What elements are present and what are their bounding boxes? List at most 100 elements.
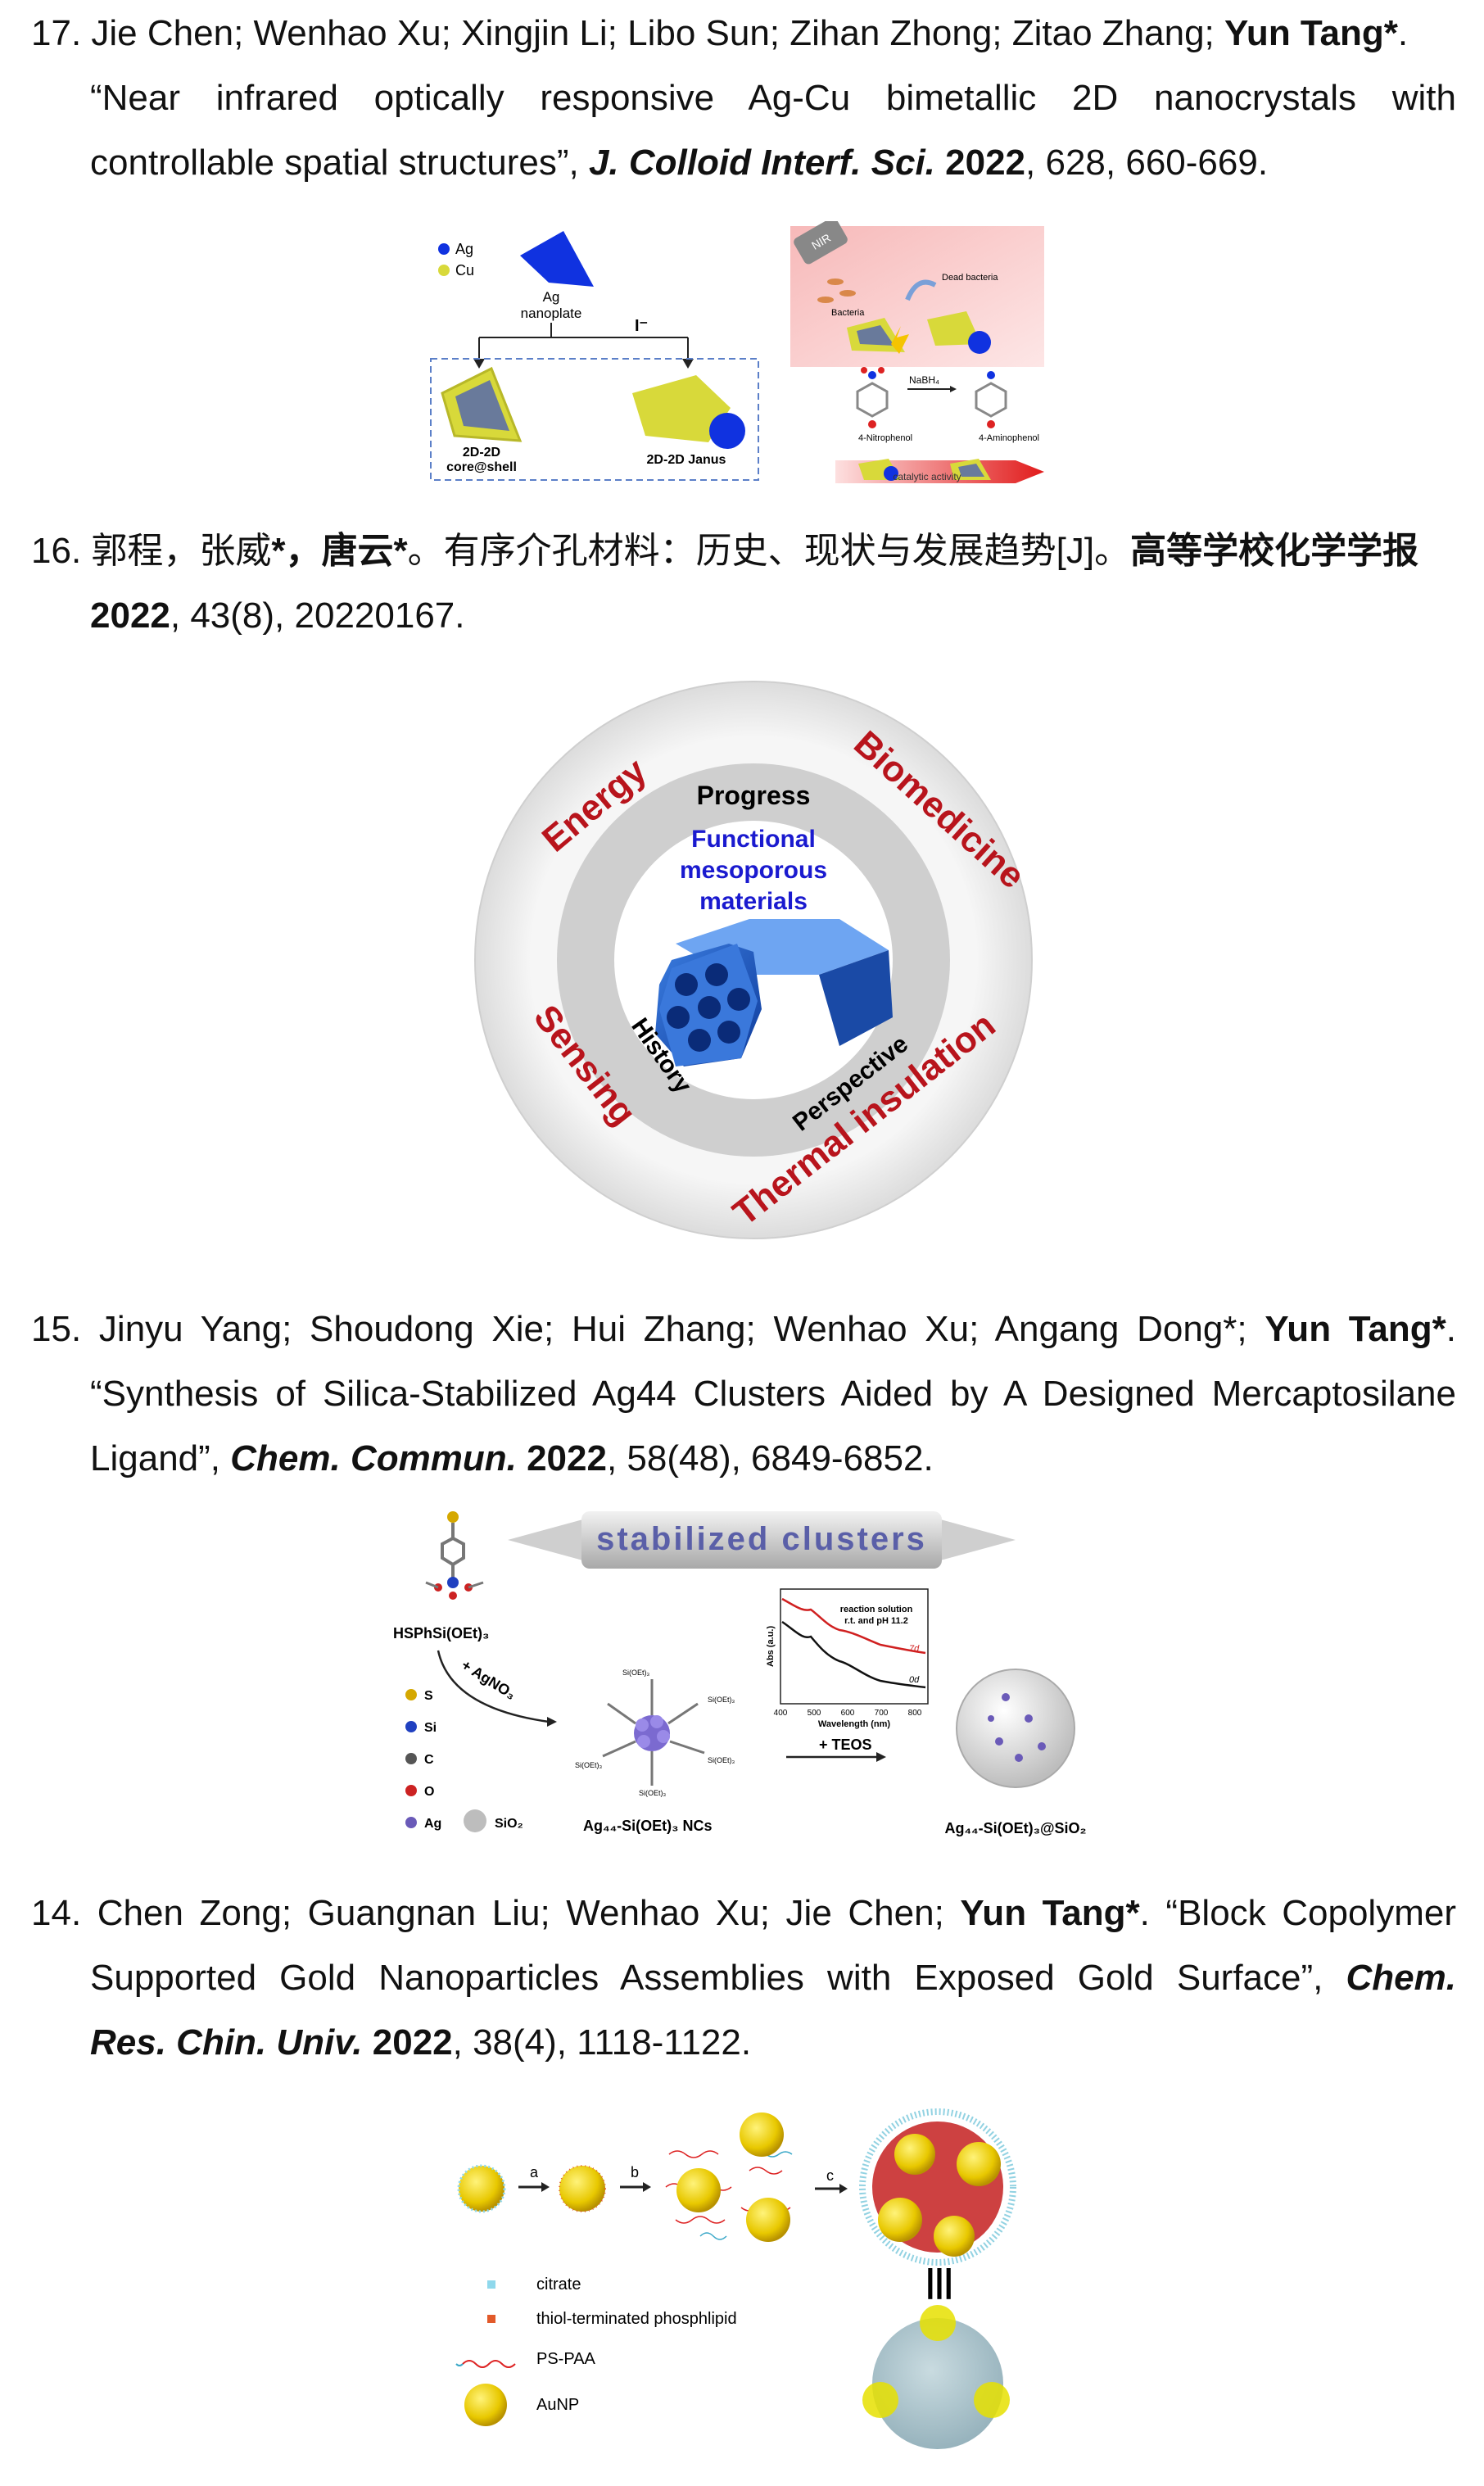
tick-x: 700: [875, 1709, 889, 1718]
author-list: 郭程，张威: [91, 531, 272, 571]
banner-text: stabilized clusters: [596, 1521, 927, 1557]
legend-ag: Ag: [424, 1817, 441, 1831]
dead-bacteria-label: Dead bacteria: [942, 273, 998, 283]
spectrum-ylabel: Abs (a.u.): [766, 1626, 776, 1667]
silica-sphere: [956, 1669, 1075, 1788]
tick-x: 800: [908, 1709, 922, 1718]
corresponding-author: *，唐云*: [271, 531, 408, 571]
punctuation: .: [1397, 13, 1409, 53]
core-shell-core: [455, 380, 509, 431]
legend-c: C: [424, 1753, 434, 1767]
pub-year: 2022: [527, 1438, 607, 1478]
corresponding-author: Yun Tang*: [1265, 1309, 1446, 1349]
legend-si: Si: [424, 1721, 437, 1735]
arm-label: Si(OEt)₃: [639, 1789, 667, 1797]
agno3-label: + AgNO₃: [459, 1656, 518, 1702]
arrow-curve: [905, 279, 937, 301]
pspaa-mixture: [665, 2112, 793, 2242]
center-title: Functional: [691, 826, 816, 853]
core-shell-label-2: core@shell: [446, 460, 517, 474]
equivalent-sign: |||: [925, 2263, 953, 2299]
author-list: Chen Zong; Guangnan Liu; Wenhao Xu; Jie …: [97, 1893, 944, 1933]
corresponding-author: Yun Tang*: [1224, 13, 1398, 53]
thiol-aunp: [559, 2165, 606, 2212]
legend-citrate-swatch: [487, 2280, 495, 2289]
entry-17-line-1: 17. Jie Chen; Wenhao Xu; Xingjin Li; Lib…: [31, 1, 1456, 66]
paper-title-cont: Supported Gold Nanoparticles Assemblies …: [90, 1958, 1323, 1998]
ag44-cluster: Si(OEt)₃ Si(OEt)₃ Si(OEt)₃ Si(OEt)₃ Si(O…: [575, 1669, 735, 1797]
punctuation: .: [1446, 1309, 1456, 1349]
journal-name-cont: Res. Chin. Univ.: [90, 2022, 363, 2063]
legend-cu-dot: [438, 265, 450, 276]
nir-lamp: [794, 221, 848, 265]
arm-label: Si(OEt)₃: [708, 1756, 735, 1764]
banner-ribbon: [581, 1511, 942, 1569]
arm-label: Si(OEt)₃: [575, 1761, 603, 1769]
legend-pspaa-swatch: [462, 2360, 516, 2368]
citrate-aunp: [457, 2164, 506, 2213]
bacteria-label: Bacteria: [831, 308, 865, 318]
ncs-label: Ag₄₄-Si(OEt)₃ NCs: [583, 1818, 712, 1834]
nitrophenol-label: 4-Nitrophenol: [858, 433, 912, 443]
author-list: Jinyu Yang; Shoudong Xie; Hui Zhang; Wen…: [98, 1309, 1247, 1349]
entry-14-line-3: Res. Chin. Univ. 2022, 38(4), 1118-1122.: [31, 2010, 1456, 2075]
products-box: [430, 358, 759, 481]
ligand-label: HSPhSi(OEt)₃: [393, 1625, 489, 1641]
entry-15-line-2: “Synthesis of Silica-Stabilized Ag44 Clu…: [31, 1361, 1456, 1426]
entry-14-line-2: Supported Gold Nanoparticles Assemblies …: [31, 1945, 1456, 2010]
journal-name: 高等学校化学学报: [1130, 531, 1419, 571]
catalytic-label: catalytic activity: [893, 471, 961, 482]
step-b-label: b: [631, 2164, 639, 2180]
arm-label: Si(OEt)₃: [622, 1669, 650, 1677]
legend-thiol-swatch: [487, 2315, 495, 2323]
paper-title: “Near infrared optically responsive Ag-C…: [90, 78, 1456, 118]
uv-vis-spectrum: reaction solution r.t. and pH 11.2 7d 0d…: [766, 1588, 929, 1729]
assembly-micelle: [859, 2108, 1016, 2266]
final-product-label: Ag₄₄-Si(OEt)₃@SiO₂: [944, 1820, 1086, 1836]
entry-number: 15.: [31, 1309, 82, 1349]
pub-year: 2022: [372, 2022, 453, 2063]
entry-16-line-1: 16. 郭程，张威*，唐云*。有序介孔材料：历史、现状与发展趋势[J]。高等学校…: [31, 518, 1456, 583]
core-shell-label: 2D-2D: [463, 446, 500, 460]
janus-ag-lobe: [709, 413, 745, 449]
step-c-label: c: [826, 2167, 834, 2184]
janus-label: 2D-2D Janus: [647, 453, 726, 467]
spectrum-7d: [781, 1597, 926, 1655]
figure-14-graphic: a b c ||| citrate thiol-terminated phosp…: [455, 2105, 1020, 2474]
teos-label: + TEOS: [819, 1737, 872, 1753]
journal-name: J. Colloid Interf. Sci.: [588, 143, 935, 183]
author-list: Jie Chen; Wenhao Xu; Xingjin Li; Libo Su…: [91, 13, 1215, 53]
label-0d: 0d: [909, 1675, 920, 1685]
step-a-label: a: [530, 2164, 539, 2180]
legend-o: O: [424, 1785, 434, 1799]
janus-shape: [632, 375, 731, 442]
entry-number: 17.: [31, 13, 82, 53]
journal-name: Chem.: [1346, 1958, 1456, 1998]
ligand-molecule: [425, 1511, 484, 1600]
schematic-micelle: [872, 2318, 1003, 2449]
figure-15-graphic: stabilized clusters HSPhSi(OEt)₃ S Si C …: [393, 1507, 1114, 1851]
paper-title-cont: controllable spatial structures”,: [90, 143, 579, 183]
mesoporous-prism: [655, 919, 893, 1066]
center-title-2: mesoporous: [680, 857, 827, 884]
entry-17-line-2: “Near infrared optically responsive Ag-C…: [31, 66, 1456, 130]
entry-15-line-1: 15. Jinyu Yang; Shoudong Xie; Hui Zhang;…: [31, 1297, 1456, 1361]
legend-aunp-swatch: [464, 2384, 507, 2426]
progress-label: Progress: [697, 781, 811, 810]
spectrum-0d: [781, 1620, 926, 1689]
iodide-label: I⁻: [635, 317, 648, 335]
publication-entry-14: 14. Chen Zong; Guangnan Liu; Wenhao Xu; …: [31, 1881, 1456, 2075]
paper-title: . “Block Copolymer: [1139, 1893, 1456, 1933]
plate-label: Ag: [543, 289, 560, 305]
figure-16-graphic: Functional mesoporous materials Progress…: [467, 673, 1040, 1247]
reaction-arrow-1: [437, 1650, 550, 1723]
entry-15-line-3: Ligand”, Chem. Commun. 2022, 58(48), 684…: [31, 1426, 1456, 1491]
tick-x: 600: [841, 1709, 855, 1718]
legend-ag-dot: [438, 243, 450, 255]
arm-label: Si(OEt)₃: [708, 1696, 735, 1704]
figure-17-graphic: Ag Cu Ag nanoplate I⁻ 2D-2D core@shell 2…: [426, 221, 1048, 491]
tick-x: 500: [808, 1709, 821, 1718]
corresponding-author: Yun Tang*: [960, 1893, 1140, 1933]
volume-pages: , 38(4), 1118-1122.: [452, 2022, 752, 2063]
spectrum-xlabel: Wavelength (nm): [818, 1719, 891, 1729]
